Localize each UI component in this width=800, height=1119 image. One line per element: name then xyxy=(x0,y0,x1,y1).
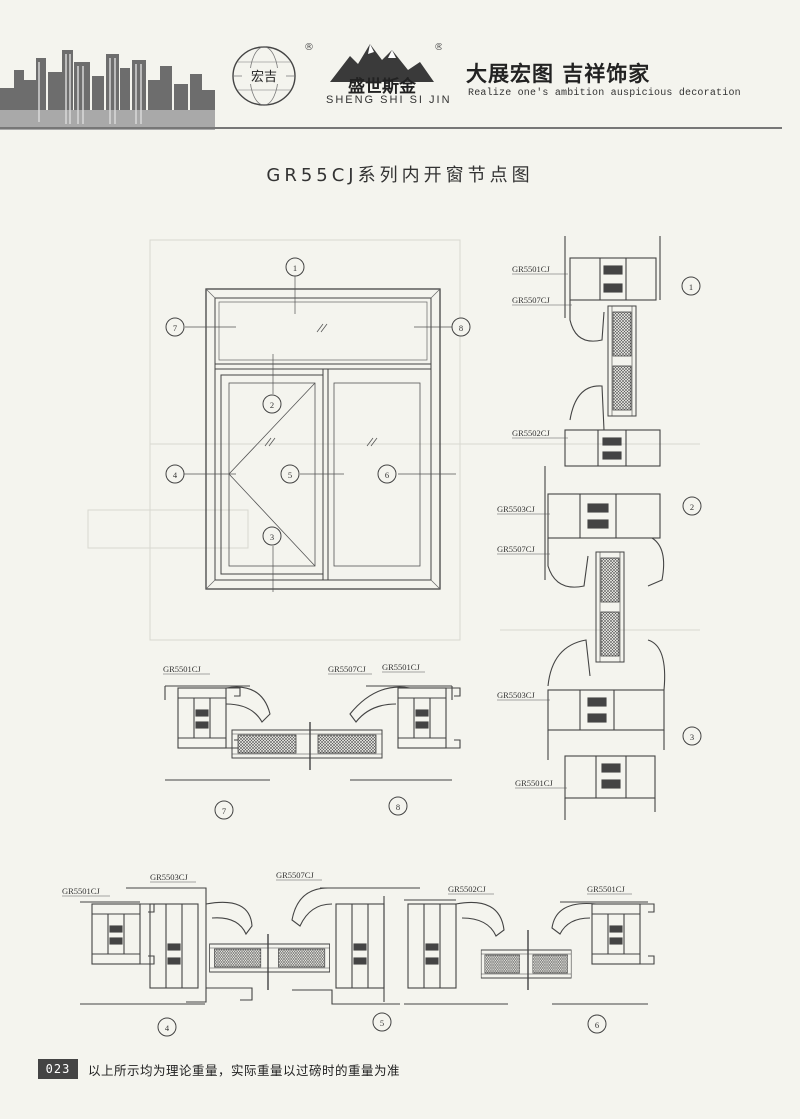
callout-3: 3 xyxy=(262,526,282,546)
section-4-5-6-labels: GR5501CJ GR5503CJ GR5507CJ GR5502CJ GR55… xyxy=(62,870,632,1037)
callout-6: 6 xyxy=(377,464,397,484)
label-gr5507cj: GR5507CJ xyxy=(276,870,314,880)
company-globe-logo: 宏吉 xyxy=(232,46,296,106)
label-gr5507cj: GR5507CJ xyxy=(328,664,366,674)
callout-5: 5 xyxy=(280,464,300,484)
svg-text:6: 6 xyxy=(385,470,389,480)
svg-text:1: 1 xyxy=(293,263,297,273)
label-gr5507cj: GR5507CJ xyxy=(512,295,550,305)
footer-note: 以上所示均为理论重量，实际重量以过磅时的重量为准 xyxy=(88,1063,401,1078)
city-skyline-image xyxy=(0,40,215,130)
label-gr5501cj: GR5501CJ xyxy=(382,662,420,672)
brand-mountain-logo: 盛世斯金 ® xyxy=(330,42,442,96)
callout-4: 4 xyxy=(165,464,185,484)
callout-8: 8 xyxy=(451,317,471,337)
brand-cn: 盛世斯金 xyxy=(348,76,417,96)
section-7-8-labels: GR5501CJ GR5507CJ GR5501CJ 7 8 xyxy=(163,662,425,820)
page-title: GR55CJ系列内开窗节点图 xyxy=(266,165,534,186)
svg-text:4: 4 xyxy=(165,1023,170,1033)
callout-1: 1 xyxy=(285,257,305,277)
brand-registered-mark: ® xyxy=(434,42,442,53)
page-footer: 023 以上所示均为理论重量，实际重量以过磅时的重量为准 xyxy=(38,1059,778,1079)
section-callout-7: 7 xyxy=(214,800,234,820)
callout-7: 7 xyxy=(165,317,185,337)
label-gr5502cj: GR5502CJ xyxy=(448,884,486,894)
section-callout-4: 4 xyxy=(157,1017,177,1037)
section-7-8 xyxy=(164,685,461,781)
label-gr5501cj: GR5501CJ xyxy=(515,778,553,788)
section-callout-3: 3 xyxy=(682,726,702,746)
svg-text:4: 4 xyxy=(173,470,178,480)
section-callout-1: 1 xyxy=(681,276,701,296)
svg-text:8: 8 xyxy=(459,323,463,333)
svg-text:3: 3 xyxy=(270,532,274,542)
section-callout-5: 5 xyxy=(372,1012,392,1032)
label-gr5503cj: GR5503CJ xyxy=(150,872,188,882)
callout-2: 2 xyxy=(262,394,282,414)
label-gr5501cj: GR5501CJ xyxy=(512,264,550,274)
svg-text:8: 8 xyxy=(396,802,400,812)
registered-mark: ® xyxy=(304,42,314,53)
logo-text: 宏吉 xyxy=(251,70,277,85)
label-gr5503cj: GR5503CJ xyxy=(497,690,535,700)
svg-text:7: 7 xyxy=(222,806,226,816)
svg-text:1: 1 xyxy=(689,282,693,292)
section-callout-8: 8 xyxy=(388,796,408,816)
section-4-5-6 xyxy=(80,887,655,1005)
svg-text:6: 6 xyxy=(595,1020,599,1030)
label-gr5501cj: GR5501CJ xyxy=(163,664,201,674)
label-gr5507cj: GR5507CJ xyxy=(497,544,535,554)
label-gr5503cj: GR5503CJ xyxy=(497,504,535,514)
window-elevation: 1 7 8 2 4 5 6 3 xyxy=(165,257,471,592)
elevation-callouts: 1 7 8 2 4 5 6 3 xyxy=(165,257,471,546)
slogan-cn: 大展宏图 吉祥饰家 xyxy=(466,62,651,86)
label-gr5501cj: GR5501CJ xyxy=(587,884,625,894)
slogan-en: Realize one's ambition auspicious decora… xyxy=(468,88,741,99)
svg-text:7: 7 xyxy=(173,323,177,333)
svg-text:2: 2 xyxy=(690,502,694,512)
svg-text:5: 5 xyxy=(288,470,292,480)
svg-text:5: 5 xyxy=(380,1018,384,1028)
section-callout-2: 2 xyxy=(682,496,702,516)
label-gr5502cj: GR5502CJ xyxy=(512,428,550,438)
section-callout-6: 6 xyxy=(587,1014,607,1034)
vertical-section-labels: GR5501CJ GR5507CJ GR5502CJ GR5503CJ GR55… xyxy=(497,264,702,789)
label-gr5501cj: GR5501CJ xyxy=(62,886,100,896)
svg-text:2: 2 xyxy=(270,400,274,410)
page-number: 023 xyxy=(38,1059,78,1079)
header-divider xyxy=(0,127,782,129)
brand-en: SHENG SHI SI JIN xyxy=(326,94,452,106)
svg-text:3: 3 xyxy=(690,732,694,742)
page-header: 宏吉 ® 盛世斯金 ® SHENG SHI SI JIN 大展宏图 吉祥饰家 R… xyxy=(0,0,800,135)
vertical-section xyxy=(544,236,666,820)
